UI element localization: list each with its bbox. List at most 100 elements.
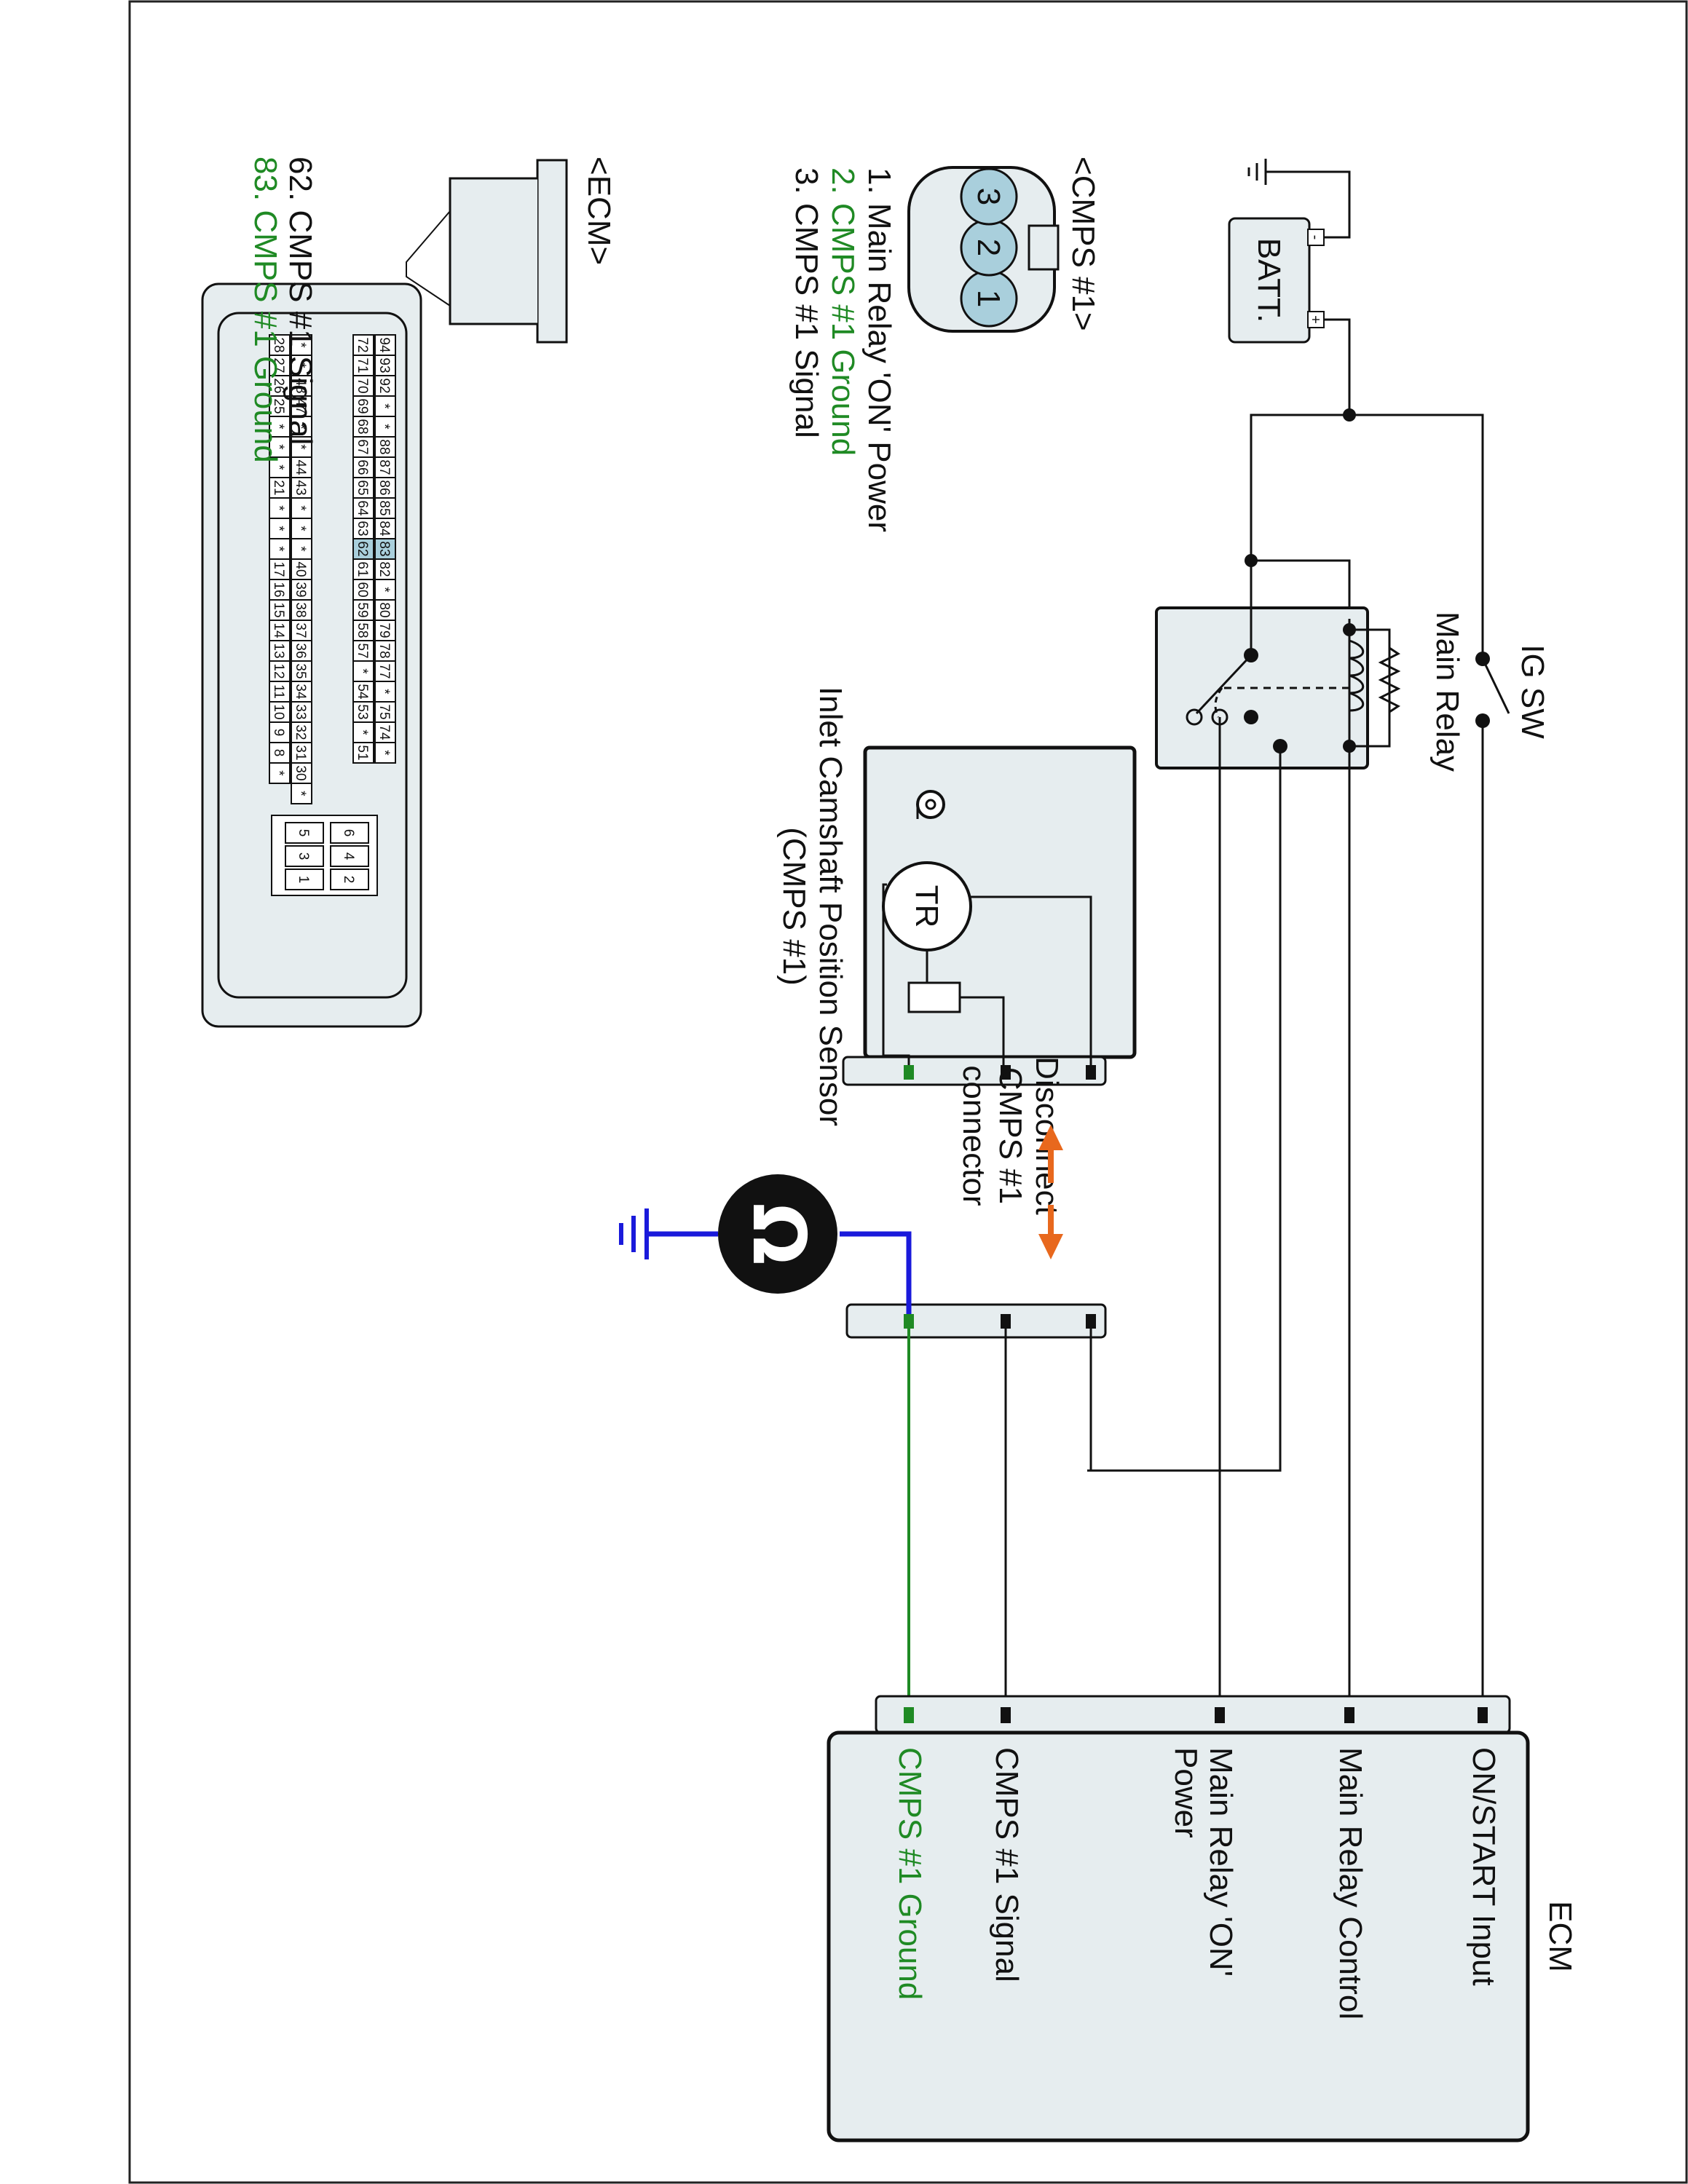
ecm-title: ECM [1542, 1901, 1578, 1972]
ecm-power-pin-cell [285, 822, 324, 844]
ohm-symbol: Ω [736, 1203, 821, 1265]
ecm-power-pin-cell [285, 869, 324, 890]
ecm-pin-label: 82 [376, 561, 392, 577]
ecm-pin-label: 25 [271, 398, 286, 414]
main-relay-box [1155, 606, 1369, 769]
ecm-pin-label: 8 [271, 749, 286, 757]
ecm-terminal-on-start: ON/START Input [1466, 1747, 1502, 1986]
disconnect-line-3: connector [956, 1065, 992, 1206]
ecm-pin-label: 51 [355, 745, 370, 760]
ecm-pin-label: 38 [293, 602, 308, 617]
ecm-pin-label: 71 [355, 357, 370, 373]
ecm-ground-pin [904, 1707, 914, 1723]
ecm-pin-label: 54 [355, 684, 370, 700]
ecm-pin-label: 33 [293, 704, 308, 719]
ecm-pin-label: 17 [271, 561, 286, 577]
harness-connector [845, 1303, 1107, 1718]
cmps-pin-3-label: 3 [971, 188, 1006, 205]
battery-label: BATT. [1251, 238, 1287, 323]
ecm-pin-label: 37 [293, 622, 308, 638]
ecm-pin-cell [291, 783, 312, 804]
ecm-terminal-relay-control: Main Relay Control [1333, 1747, 1368, 2019]
ecm-pin-label: 86 [376, 480, 392, 495]
ecm-pin-label: 30 [293, 765, 308, 780]
ecm-body [827, 1730, 1530, 2143]
ecm-terminal-relay-on-1: Main Relay 'ON' [1203, 1747, 1239, 1977]
ecm-pin-label: 72 [355, 337, 370, 352]
ecm-pin-label: * [293, 424, 308, 430]
ecm-pin-label: * [271, 770, 286, 776]
ecm-pin-label: 87 [376, 459, 392, 475]
ecm-terminal-signal: CMPS #1 Signal [989, 1747, 1025, 1982]
ecm-pin-label: 63 [355, 521, 370, 536]
ecm-pin-cell [352, 742, 374, 764]
harness-connector-strip [845, 1303, 1107, 1339]
power-wiring: IG SW [1245, 408, 1550, 1718]
ecm-pin-label: 43 [293, 480, 308, 495]
ecm-pin-label: * [293, 546, 308, 552]
ecm-pin-label: 39 [293, 582, 308, 597]
ecm-pin-label: 70 [355, 378, 370, 393]
disconnect-line-2: CMPS #1 [993, 1067, 1028, 1204]
ecm-pin-label: 14 [271, 622, 286, 638]
cmps-legend-2: 2. CMPS #1 Ground [825, 167, 861, 456]
ecm-legend-2: 83. CMPS #1 Ground [248, 157, 283, 463]
cmps-connector-title: <CMPS #1> [1065, 157, 1101, 331]
cmps-pin-3 [960, 167, 1018, 226]
ecm-pin-label: * [271, 526, 286, 531]
ig-switch-label: IG SW [1515, 644, 1550, 739]
ecm-pin-label: 88 [376, 439, 392, 454]
ecm-pin-cell [269, 762, 291, 784]
ecm-pin-label: 40 [293, 561, 308, 577]
ecm-pin-label: 74 [376, 724, 392, 740]
ecm-pin-label: 16 [271, 582, 286, 597]
ecm-pin-label: * [271, 464, 286, 470]
ecm-pin-label: 44 [293, 459, 308, 475]
ecm-pin-label: * [293, 342, 308, 348]
ecm-pin-label: 64 [355, 500, 370, 516]
page-border [128, 0, 1688, 2184]
ecm-pin-label: 77 [376, 663, 392, 678]
main-relay: Main Relay [1087, 561, 1465, 1718]
ecm-pin-grid: 949392**88878685848382*80797877*7574*727… [269, 334, 396, 896]
ecm-pin-label: 21 [271, 480, 286, 495]
ecm-pin-label: * [376, 587, 392, 593]
main-relay-label: Main Relay [1429, 612, 1465, 772]
ecm-pin-label: 13 [271, 643, 286, 658]
ecm-pin-label: * [293, 526, 308, 531]
ig-switch[interactable]: IG SW [1475, 644, 1550, 739]
sensor-label-1: Inlet Camshaft Position Sensor [813, 687, 848, 1126]
ecm-pin-label: 75 [376, 704, 392, 719]
ecm-pin-label: * [293, 444, 308, 450]
ecm-pin-label: 60 [355, 582, 370, 597]
ecm-power-pin-cell [285, 845, 324, 867]
ecm-power-pin-cell [330, 845, 369, 867]
ecm-power-pin-label: 2 [341, 876, 356, 884]
disconnect-note: Disconnect CMPS #1 connector [956, 1056, 1065, 1259]
ecm-pin-label: 10 [271, 704, 286, 719]
ohm-meter-icon: Ω [619, 1174, 912, 1314]
ecm-power-pin-label: 5 [296, 829, 311, 837]
ecm-pin-label: 78 [376, 643, 392, 658]
ecm-pin-label: * [355, 729, 370, 735]
ecm-pin-label: * [293, 791, 308, 796]
ecm-pin-label: * [376, 689, 392, 695]
ecm-pin-label: * [376, 424, 392, 430]
ecm-pin-label: 58 [355, 622, 370, 638]
ecm-pin-label: * [355, 668, 370, 674]
landscape-drawing: BATT. - + IG SW [201, 157, 1578, 2143]
ecm-pin-label: 93 [376, 357, 392, 373]
ecm-power-pin-label: 1 [296, 876, 311, 884]
ecm-pin-label: 59 [355, 602, 370, 617]
ecm-terminal-relay-on-2: Power [1168, 1747, 1204, 1838]
ecm-pin-label: 47 [293, 398, 308, 414]
ecm-pin-strip [875, 1695, 1511, 1734]
ecm-pin-label: 26 [271, 378, 286, 393]
ecm-pin-label: 15 [271, 602, 286, 617]
ecm-pin-label: 80 [376, 602, 392, 617]
ecm-pin-cell [374, 742, 396, 764]
ecm-pin-label: 68 [355, 419, 370, 434]
ecm-connector-title: <ECM> [581, 157, 617, 265]
ecm-power-pin-cell [330, 869, 369, 890]
